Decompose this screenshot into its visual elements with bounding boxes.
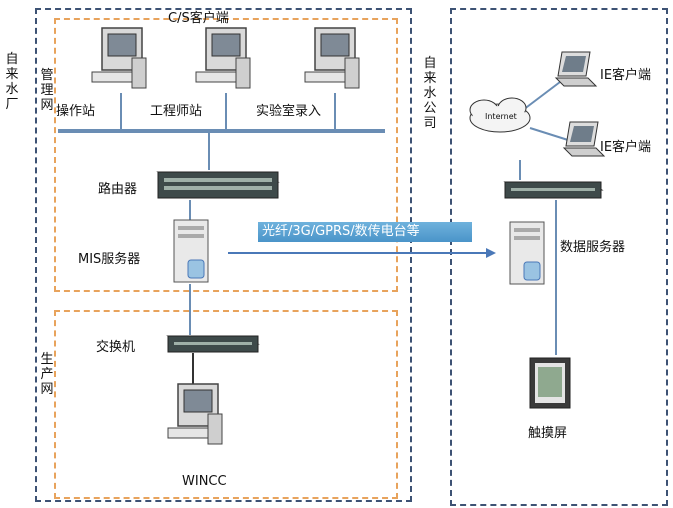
cs-client-label: C/S客户端 — [168, 11, 229, 26]
router-icon — [156, 171, 280, 199]
water-plant-label: 自来水厂 — [5, 52, 19, 112]
lab-entry-label: 实验室录入 — [256, 104, 322, 119]
water-company-region — [450, 8, 668, 506]
engineer-station-label: 工程师站 — [150, 104, 203, 119]
company-switch-icon — [503, 181, 604, 199]
switch-icon — [166, 335, 260, 353]
production-network-region — [54, 310, 398, 499]
wincc-label: WINCC — [182, 474, 227, 489]
touch-screen-label: 触摸屏 — [528, 426, 568, 441]
switch-label: 交换机 — [96, 340, 136, 355]
pc-icon-operator — [91, 27, 147, 89]
pc-icon-lab — [304, 27, 360, 89]
ie-client-label-1: IE客户端 — [600, 68, 652, 83]
internet-label: Internet — [485, 112, 517, 121]
link-banner: 光纤/3G/GPRS/数传电台等 — [258, 222, 472, 242]
water-company-label: 自来水公司 — [423, 56, 437, 131]
mis-server-icon — [173, 219, 209, 283]
data-server-label: 数据服务器 — [560, 240, 626, 255]
ie-client-label-2: IE客户端 — [600, 140, 652, 155]
pc-icon-wincc — [167, 383, 223, 445]
management-network-label: 管理网 — [40, 68, 54, 113]
data-server-icon — [509, 221, 545, 285]
internet-cloud-icon — [469, 97, 531, 133]
water-plant-region — [35, 8, 412, 502]
touch-screen-icon — [529, 357, 571, 409]
laptop-icon-1 — [554, 51, 598, 87]
production-network-label: 生产网 — [40, 352, 54, 397]
mis-server-label: MIS服务器 — [78, 252, 141, 267]
router-label: 路由器 — [98, 182, 138, 197]
pc-icon-engineer — [195, 27, 251, 89]
management-network-region — [54, 18, 398, 292]
operator-station-label: 操作站 — [56, 104, 96, 119]
laptop-icon-2 — [562, 121, 606, 157]
